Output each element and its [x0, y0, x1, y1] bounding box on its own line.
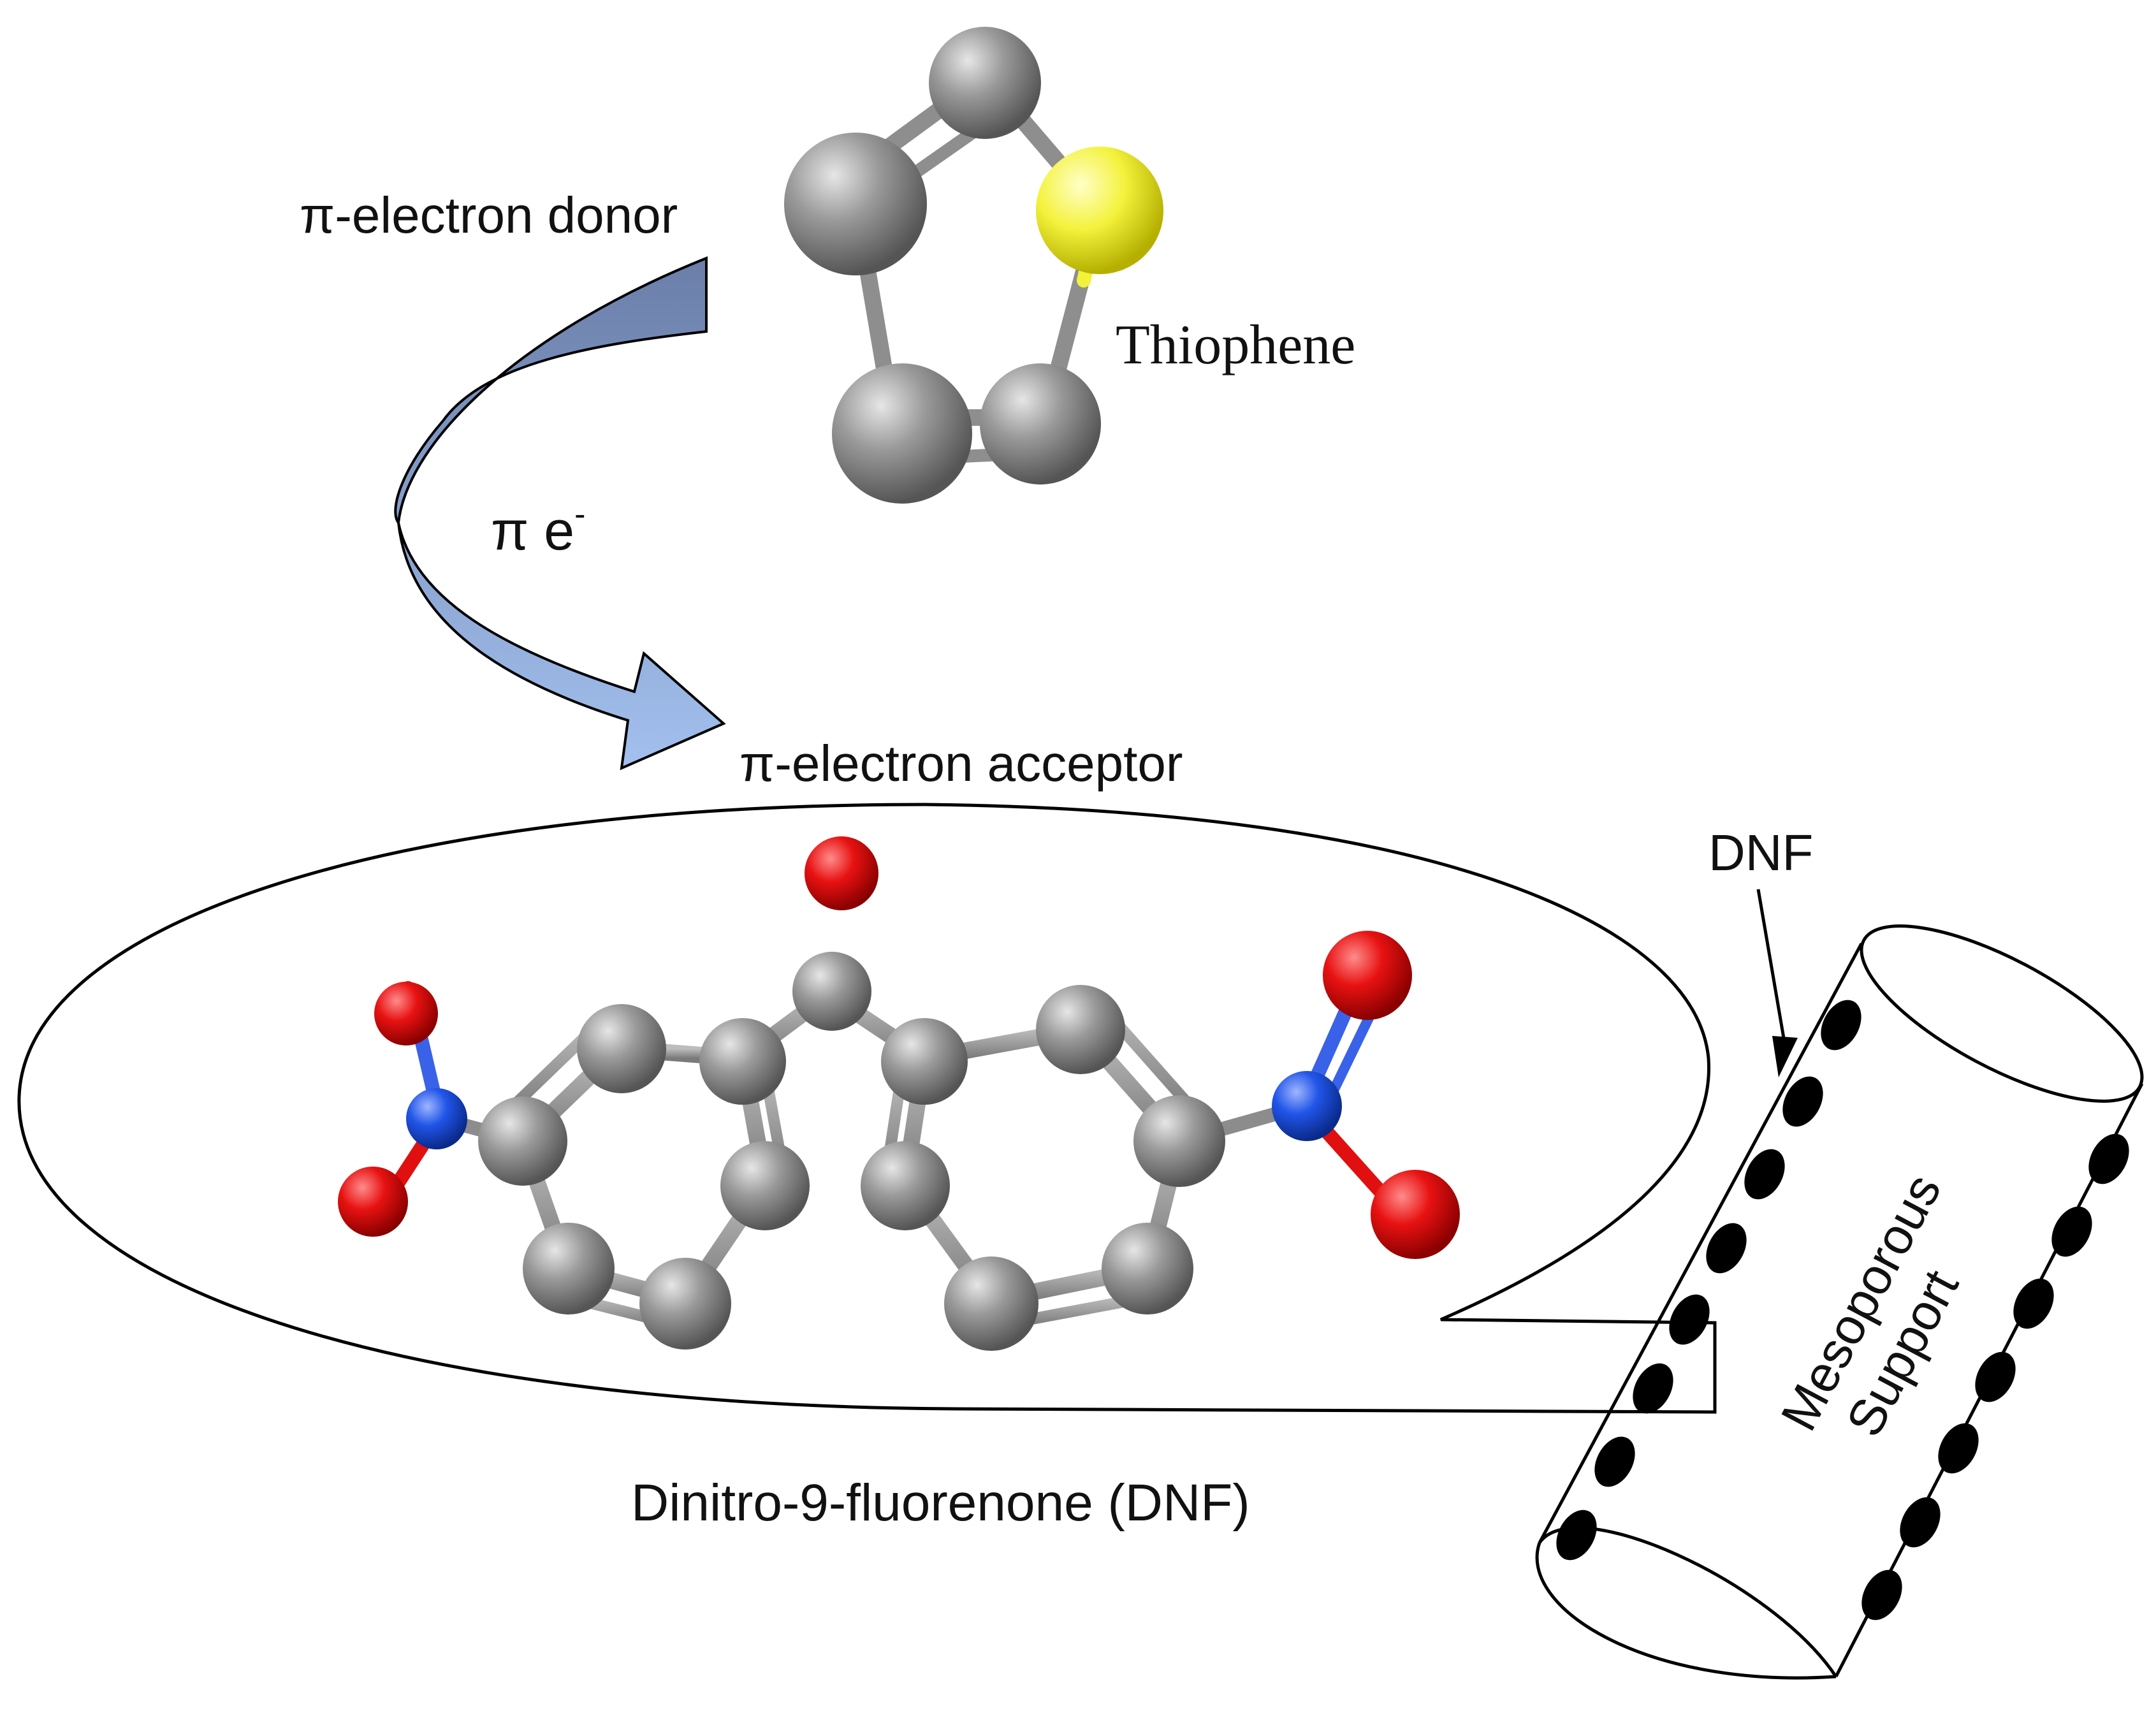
pore — [1900, 1497, 1941, 1548]
dnf-nitrogen-right — [1272, 1071, 1342, 1141]
pore — [1633, 1363, 1673, 1414]
dnf-carbon-9 — [792, 952, 871, 1031]
support-label: Mesoporous Support — [1770, 1165, 1969, 1445]
dnf-carbon-right-d — [1133, 1095, 1225, 1187]
pore — [1669, 1294, 1710, 1345]
dnf-carbon-right-a — [881, 1018, 968, 1105]
dnf-carbon-right-f — [944, 1256, 1038, 1351]
pore — [1594, 1436, 1635, 1487]
pore — [1938, 1423, 1979, 1474]
thiophene-carbon-2 — [784, 133, 927, 275]
dnf-carbon-right-b — [861, 1141, 950, 1230]
dnf-carbon-right-c — [1036, 985, 1125, 1074]
dnf-oxygen-right-bottom — [1371, 1170, 1460, 1259]
pore — [1706, 1223, 1747, 1274]
pore — [1782, 1076, 1823, 1127]
dnf-oxygen-right-top — [1323, 931, 1412, 1020]
pore — [1975, 1351, 2016, 1402]
pi-electron-superscript: - — [574, 496, 585, 533]
pore — [1821, 1000, 1861, 1051]
dnf-carbon-left-f — [639, 1258, 731, 1350]
dnf-carbon-left-b — [720, 1141, 810, 1230]
pore — [2013, 1278, 2054, 1329]
cylinder-bottom-end — [1535, 1542, 1837, 1680]
dnf-pointer-label: DNF — [1708, 824, 1813, 881]
pore — [1556, 1510, 1597, 1561]
thiophene-molecule — [784, 27, 1163, 504]
mesoporous-support-cylinder — [1535, 924, 2144, 1680]
dnf-oxygen-left-top — [374, 982, 438, 1045]
pi-electron-label: π e- — [491, 496, 585, 562]
pi-electron-text: π e — [491, 500, 574, 562]
pore — [1861, 1569, 1902, 1620]
pore — [1744, 1149, 1785, 1200]
cylinder-top-end — [1860, 924, 2144, 1103]
dnf-carbon-left-e — [523, 1223, 615, 1314]
pores-right-wall — [1861, 1133, 2129, 1620]
thiophene-carbon-4 — [980, 363, 1101, 484]
dnf-oxygen-left-bottom — [338, 1167, 408, 1237]
dnf-pointer-arrow — [1756, 889, 1798, 1077]
thiophene-sulfur — [1036, 147, 1163, 274]
dnf-oxygen-carbonyl — [805, 836, 878, 910]
dnf-molecule — [338, 836, 1460, 1351]
dnf-carbon-left-c — [577, 1004, 666, 1093]
acceptor-label: π-electron acceptor — [739, 735, 1183, 792]
thiophene-label: Thiophene — [1116, 314, 1355, 376]
dnf-carbon-left-d — [478, 1096, 567, 1186]
pore — [2088, 1133, 2129, 1184]
dnf-carbon-left-a — [699, 1018, 786, 1105]
acceptor-bubble — [17, 803, 1717, 1414]
thiophene-carbon-3 — [832, 363, 972, 504]
electron-transfer-arrow — [394, 256, 726, 771]
donor-label: π-electron donor — [300, 187, 678, 244]
thiophene-carbon-1 — [929, 27, 1041, 139]
dnf-full-name-label: Dinitro-9-fluorenone (DNF) — [631, 1474, 1250, 1532]
dnf-carbon-right-e — [1102, 1223, 1193, 1314]
pore — [2051, 1206, 2092, 1257]
dnf-nitrogen-left — [406, 1088, 467, 1149]
pores-left-wall — [1556, 1000, 1861, 1561]
